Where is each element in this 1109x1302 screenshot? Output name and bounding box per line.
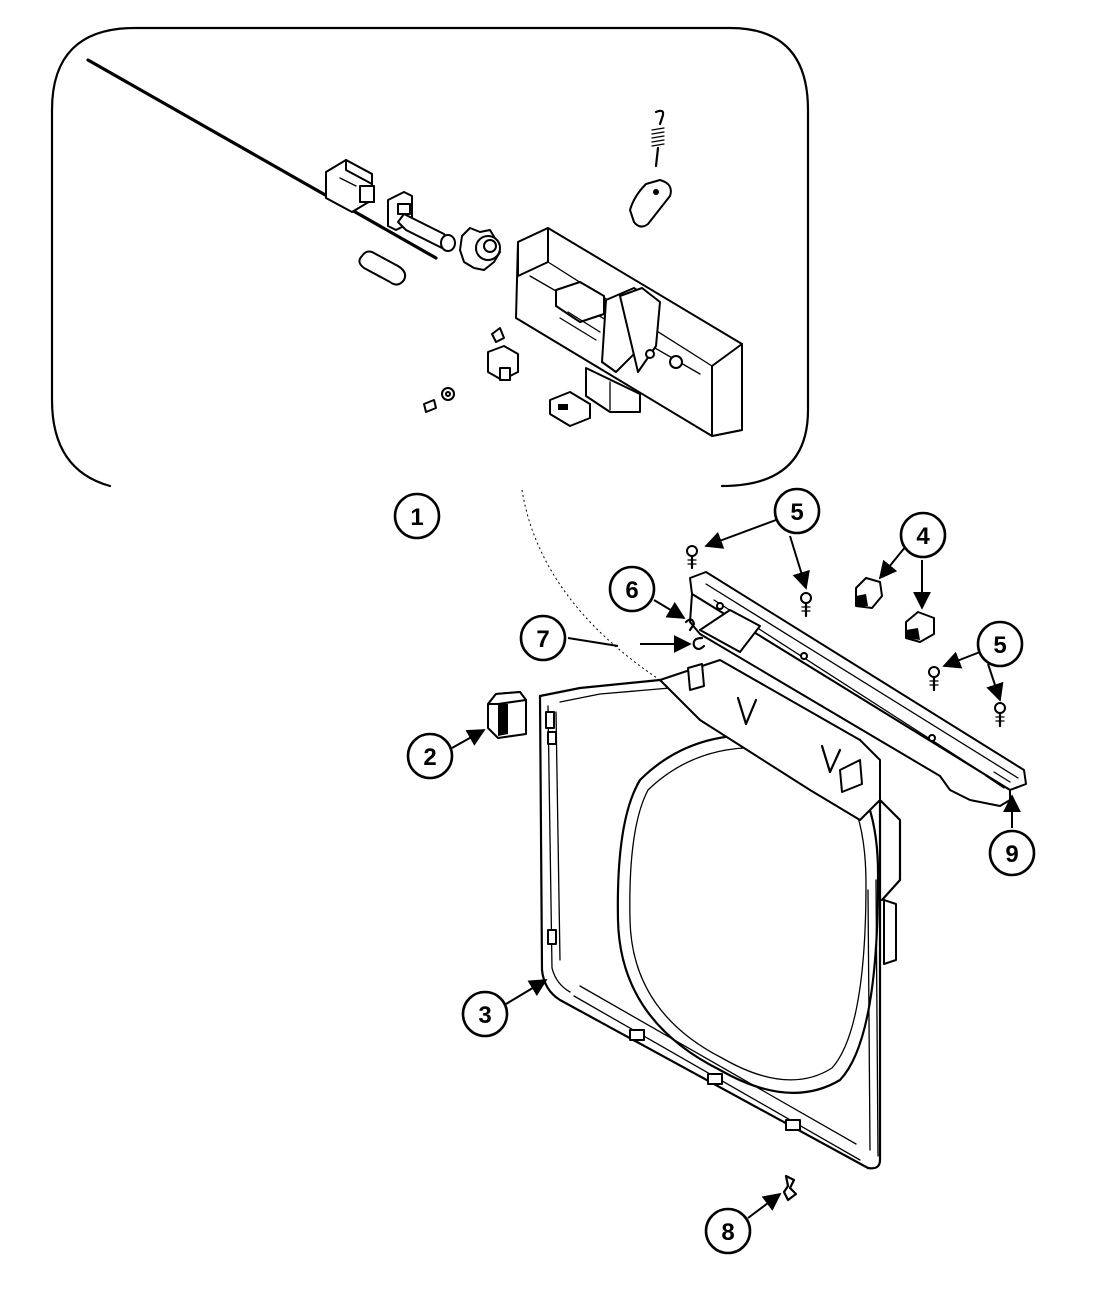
callout-8-label: 8 bbox=[721, 1219, 734, 1246]
callout-1: 1 bbox=[393, 492, 441, 540]
inset-switch-housing bbox=[515, 227, 743, 437]
callout-6-label: 6 bbox=[625, 577, 638, 604]
part-2-knob bbox=[487, 691, 527, 739]
callout-5-right-label: 5 bbox=[993, 632, 1006, 659]
inset-micro-switch-upper bbox=[487, 345, 519, 381]
callout-7: 7 bbox=[519, 614, 567, 662]
part-6-hook bbox=[684, 618, 696, 632]
inset-cord bbox=[86, 58, 438, 260]
callout-9-label: 9 bbox=[1005, 841, 1018, 868]
callout-4: 4 bbox=[899, 511, 947, 559]
inset-small-screw-3 bbox=[423, 399, 437, 413]
inset-lever-arm bbox=[629, 179, 672, 228]
callout-8: 8 bbox=[704, 1207, 752, 1255]
inset-switch-body bbox=[325, 159, 375, 213]
inset-small-screw-1 bbox=[491, 327, 505, 343]
inset-detail-frame bbox=[50, 26, 810, 488]
part-5-screw-d bbox=[994, 702, 1006, 728]
part-5-screw-c bbox=[928, 666, 940, 692]
callout-5-right: 5 bbox=[976, 620, 1024, 668]
callout-5-top: 5 bbox=[773, 487, 821, 535]
callout-4-label: 4 bbox=[916, 523, 930, 550]
part-4-clip-a bbox=[855, 577, 883, 609]
part-5-screw-a bbox=[686, 545, 698, 570]
inset-gear bbox=[459, 227, 501, 271]
inset-spring bbox=[651, 109, 665, 168]
leader-lines bbox=[451, 519, 1021, 1219]
inset-micro-switch-lower bbox=[549, 391, 591, 427]
console-center-bracket bbox=[659, 659, 881, 821]
callout-9: 9 bbox=[988, 829, 1036, 877]
part-8-clip bbox=[782, 1174, 798, 1202]
inset-shaft-assembly bbox=[387, 191, 456, 252]
callout-3-label: 3 bbox=[478, 1002, 491, 1029]
callout-6: 6 bbox=[608, 565, 656, 613]
callout-2-label: 2 bbox=[423, 744, 436, 771]
part-7-clip bbox=[692, 636, 706, 651]
callout-1-label: 1 bbox=[410, 504, 423, 531]
inset-dowel-pin bbox=[358, 250, 407, 286]
part-4-clip-b bbox=[905, 611, 935, 643]
part-5-screw-b bbox=[800, 592, 812, 618]
reference-dotted-line bbox=[521, 489, 661, 681]
callout-3: 3 bbox=[461, 990, 509, 1038]
inset-small-screw-2 bbox=[441, 387, 455, 401]
callout-7-label: 7 bbox=[536, 626, 549, 653]
callout-2: 2 bbox=[406, 732, 454, 780]
callout-5-top-label: 5 bbox=[790, 499, 803, 526]
console-bracket bbox=[689, 571, 1027, 807]
